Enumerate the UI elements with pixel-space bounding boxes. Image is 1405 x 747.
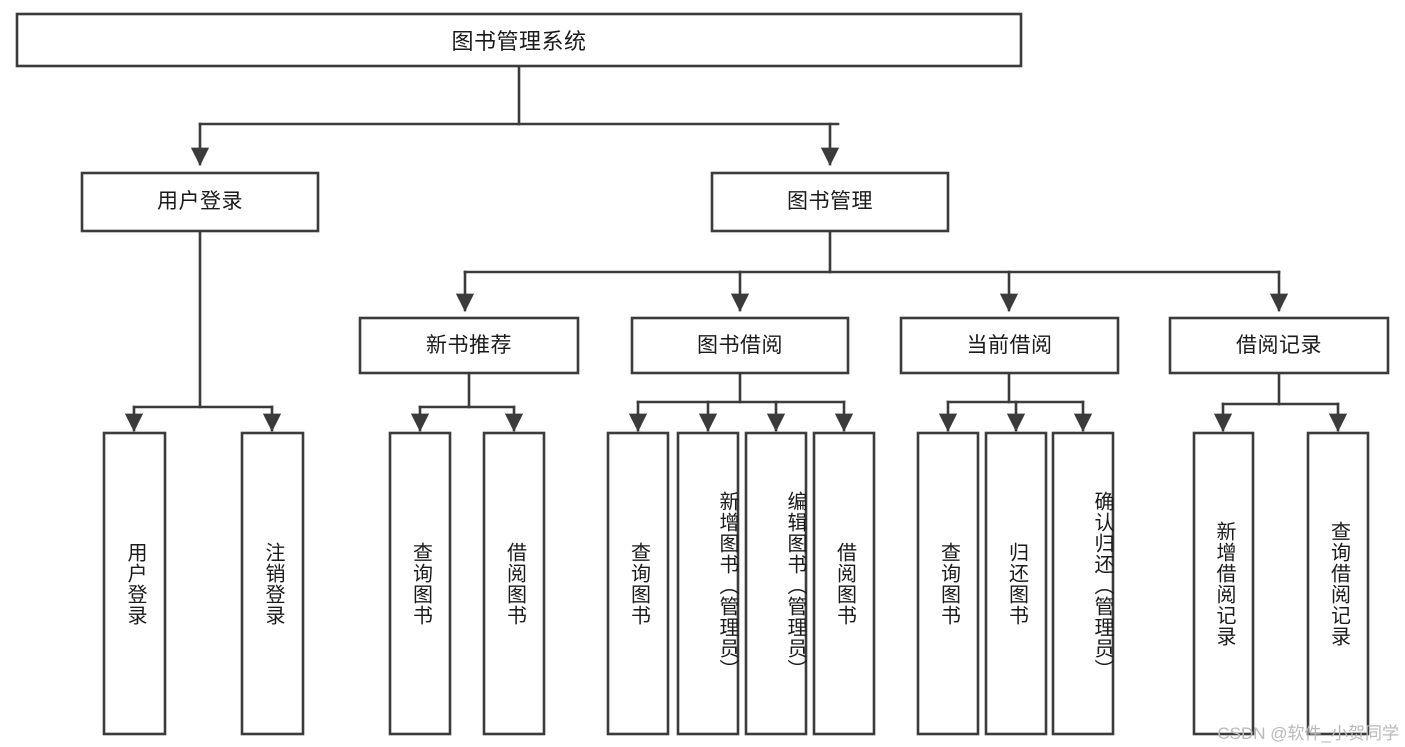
node-book-management[interactable] (712, 173, 948, 231)
leaf-new-book-recommend-0[interactable] (390, 433, 450, 734)
node-book-borrow[interactable] (632, 318, 848, 373)
node-user-login[interactable] (82, 173, 318, 231)
leaf-book-borrow-3[interactable] (814, 433, 874, 734)
leaf-book-borrow-0[interactable] (608, 433, 668, 734)
leaf-new-book-recommend-1[interactable] (484, 433, 544, 734)
leaf-current-borrow-1[interactable] (986, 433, 1046, 734)
leaf-borrow-record-0[interactable] (1194, 433, 1253, 734)
node-new-book-recommend[interactable] (360, 318, 578, 373)
leaf-user-login-1[interactable] (242, 433, 303, 734)
leaf-borrow-record-1[interactable] (1308, 433, 1368, 734)
node-root[interactable] (17, 14, 1021, 66)
node-borrow-record[interactable] (1170, 318, 1388, 373)
leaf-current-borrow-2[interactable] (1053, 433, 1113, 734)
node-current-borrow[interactable] (901, 318, 1118, 373)
leaf-book-borrow-1[interactable] (678, 433, 738, 734)
leaf-book-borrow-2[interactable] (746, 433, 806, 734)
leaf-current-borrow-0[interactable] (918, 433, 978, 734)
leaf-user-login-0[interactable] (104, 433, 165, 734)
